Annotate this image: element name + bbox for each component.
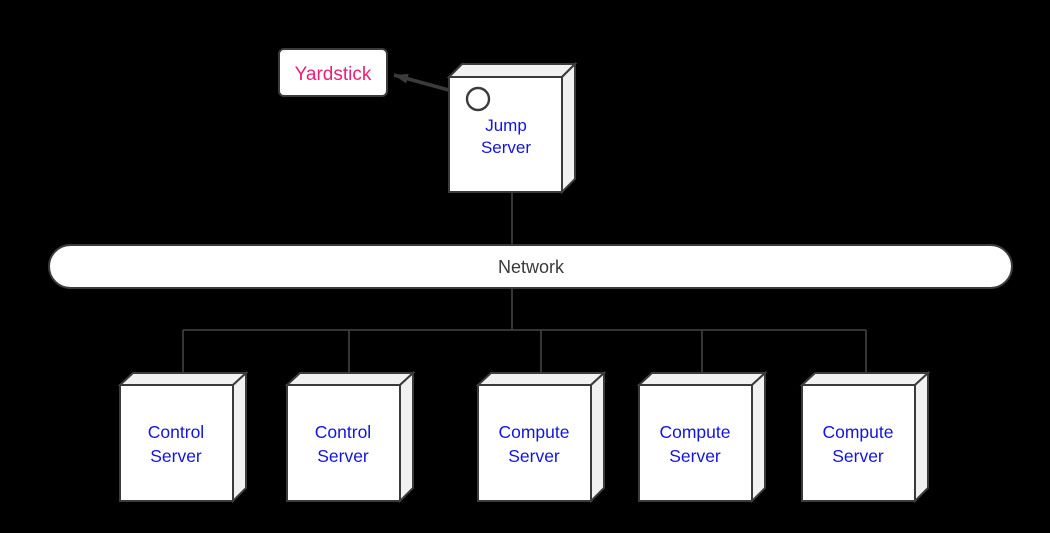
control-server-2-top-face <box>284 372 416 386</box>
compute-server-1-top-face <box>475 372 607 386</box>
compute-server-1-node: Compute Server <box>475 370 607 504</box>
compute-server-3-label-line2: Server <box>832 446 884 466</box>
jump-server-label-line1: Jump <box>485 116 527 135</box>
compute-server-3-node: Compute Server <box>799 370 931 504</box>
jump-server-top-face <box>446 63 578 78</box>
compute-server-2-front-face <box>638 384 753 502</box>
jump-server-side-face <box>561 61 576 195</box>
control-server-1-label-line1: Control <box>148 422 204 442</box>
compute-server-2-label-line2: Server <box>669 446 721 466</box>
yardstick-node: Yardstick <box>278 48 388 97</box>
compute-server-3-label-line1: Compute <box>822 422 893 442</box>
compute-server-1-front-face <box>477 384 592 502</box>
yardstick-label: Yardstick <box>295 64 372 85</box>
control-server-1-side-face <box>232 370 247 504</box>
yardstick-box <box>278 48 388 97</box>
compute-server-1-label-line1: Compute <box>498 422 569 442</box>
control-server-1-front-face <box>119 384 234 502</box>
control-server-2-label-line2: Server <box>317 446 369 466</box>
compute-server-2-node: Compute Server <box>636 370 768 504</box>
compute-server-3-top-face <box>799 372 931 386</box>
compute-server-2-top-face <box>636 372 768 386</box>
network-node: Network <box>48 244 1013 289</box>
compute-server-2-label-line1: Compute <box>659 422 730 442</box>
control-server-1-node: Control Server <box>117 370 249 504</box>
compute-server-1-label-line2: Server <box>508 446 560 466</box>
port-circle <box>465 86 491 112</box>
compute-server-2-side-face <box>751 370 766 504</box>
control-server-2-front-face <box>286 384 401 502</box>
control-server-2-node: Control Server <box>284 370 416 504</box>
control-server-1-top-face <box>117 372 249 386</box>
compute-server-3-side-face <box>914 370 929 504</box>
control-server-2-label-line1: Control <box>315 422 371 442</box>
network-bar <box>48 244 1013 289</box>
control-server-2-side-face <box>399 370 414 504</box>
compute-server-1-side-face <box>590 370 605 504</box>
compute-server-3-front-face <box>801 384 916 502</box>
control-server-1-label-line2: Server <box>150 446 202 466</box>
jump-server-node: Jump Server <box>446 61 578 195</box>
jump-server-label-line2: Server <box>481 138 531 157</box>
network-label: Network <box>498 257 565 277</box>
